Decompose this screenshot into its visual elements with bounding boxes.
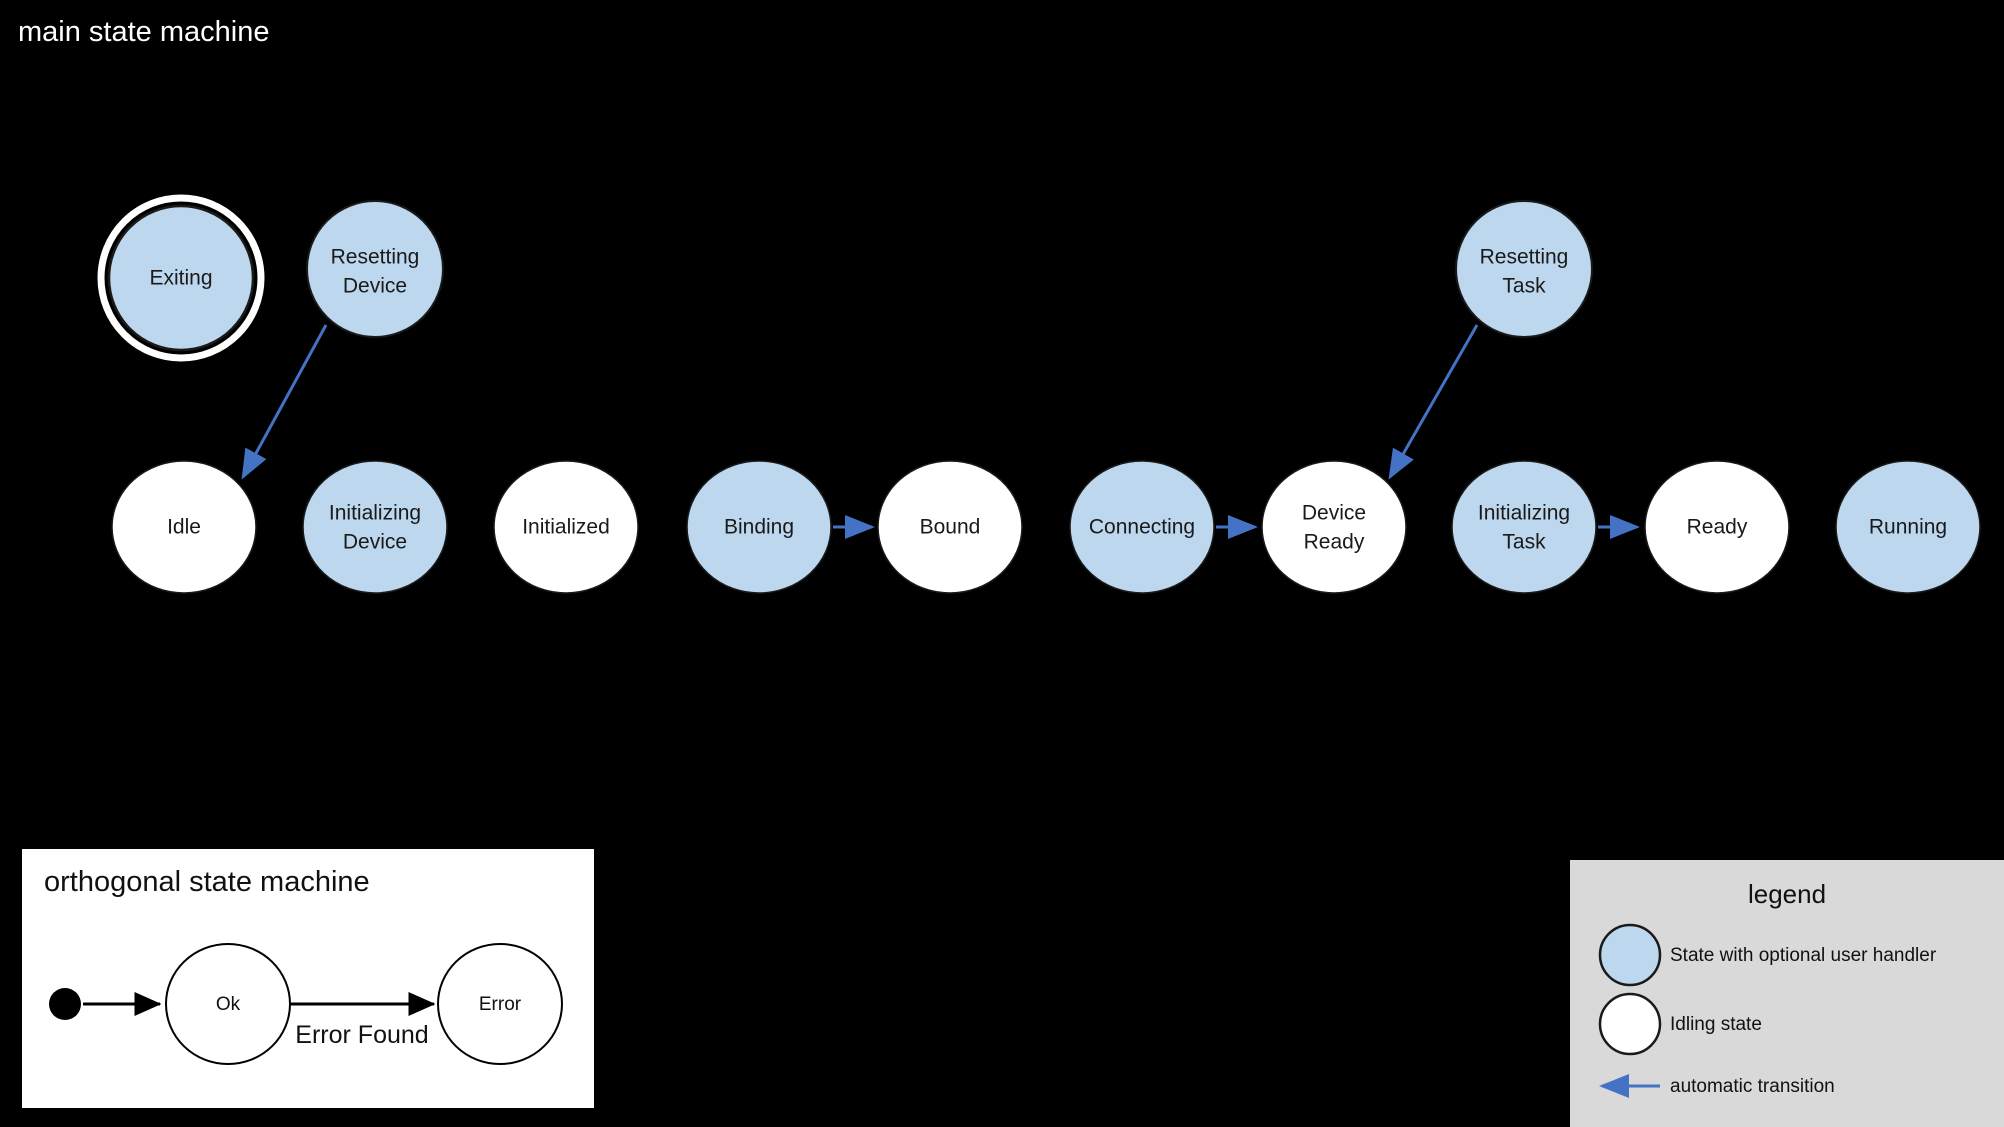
state-label: Connecting (1089, 516, 1195, 539)
transition-resetting-task-to-device-ready (1388, 324, 1479, 480)
state-shape (306, 200, 444, 338)
state-label-line-1: Device (1302, 502, 1366, 525)
transition-resetting-device-to-idle (241, 324, 328, 480)
state-shape (493, 460, 639, 594)
legend-item-label: State with optional user handler (1670, 945, 1937, 966)
state-label-line-1: Initializing (1478, 502, 1570, 525)
orthogonal-state-machine-panel: orthogonal state machine Ok Error Found … (22, 849, 594, 1108)
state-label: Error (479, 994, 522, 1015)
final-state-outer-ring (97, 194, 265, 362)
state-node-device-ready[interactable]: Device Ready (1261, 460, 1407, 594)
state-label-line-2: Ready (1304, 531, 1365, 554)
state-shape (437, 943, 563, 1065)
state-label: Initialized (522, 516, 610, 539)
legend-item-label: automatic transition (1670, 1076, 1835, 1097)
orthogonal-panel-title: orthogonal state machine (44, 866, 370, 898)
state-node-resetting-task[interactable]: Resetting Task (1455, 200, 1593, 338)
legend-item-handler-state: State with optional user handler (1598, 923, 1937, 987)
state-label-line-1: Resetting (1480, 246, 1569, 269)
state-label: Ready (1687, 516, 1748, 539)
state-node-initialized[interactable]: Initialized (493, 460, 639, 594)
state-label: Bound (920, 516, 981, 539)
orthogonal-state-error[interactable]: Error (437, 943, 563, 1065)
state-node-idle[interactable]: Idle (111, 460, 257, 594)
state-shape (111, 460, 257, 594)
state-label: Idle (167, 516, 201, 539)
state-label: Ok (216, 994, 241, 1015)
state-node-binding[interactable]: Binding (686, 460, 832, 594)
state-node-exiting[interactable]: Exiting (97, 194, 265, 362)
state-shape (1835, 460, 1981, 594)
legend-panel-background (1570, 860, 2004, 1127)
state-node-ready[interactable]: Ready (1644, 460, 1790, 594)
transition-label-error-found: Error Found (295, 1021, 428, 1049)
state-shape (877, 460, 1023, 594)
filled-circle-icon (1598, 923, 1662, 987)
state-node-bound[interactable]: Bound (877, 460, 1023, 594)
state-node-running[interactable]: Running (1835, 460, 1981, 594)
legend-item-label: Idling state (1670, 1014, 1762, 1035)
state-shape (1455, 200, 1593, 338)
state-label-line-2: Device (343, 531, 407, 554)
state-shape (302, 460, 448, 594)
state-label: Exiting (149, 267, 212, 290)
state-node-connecting[interactable]: Connecting (1069, 460, 1215, 594)
orthogonal-state-ok[interactable]: Ok (165, 943, 291, 1065)
state-label-line-1: Initializing (329, 502, 421, 525)
state-node-initializing-device[interactable]: Initializing Device (302, 460, 448, 594)
legend-title: legend (1748, 879, 1826, 909)
state-node-initializing-task[interactable]: Initializing Task (1451, 460, 1597, 594)
state-shape (1261, 460, 1407, 594)
legend-item-idling-state: Idling state (1598, 992, 1762, 1056)
outline-circle-icon (1598, 992, 1662, 1056)
state-label-line-2: Task (1502, 531, 1546, 554)
state-shape (107, 204, 255, 352)
state-label: Running (1869, 516, 1947, 539)
state-shape (686, 460, 832, 594)
state-label-line-2: Task (1502, 275, 1546, 298)
legend-item-automatic-transition: automatic transition (1599, 1074, 1835, 1098)
legend-panel: legend State with optional user handler … (1570, 860, 2004, 1127)
page-title: main state machine (18, 16, 269, 48)
initial-state-icon (49, 988, 81, 1020)
state-shape (1069, 460, 1215, 594)
state-label-line-1: Resetting (331, 246, 420, 269)
state-shape (1644, 460, 1790, 594)
state-shape (1451, 460, 1597, 594)
state-label: Binding (724, 516, 794, 539)
state-node-resetting-device[interactable]: Resetting Device (306, 200, 444, 338)
state-label-line-2: Device (343, 275, 407, 298)
